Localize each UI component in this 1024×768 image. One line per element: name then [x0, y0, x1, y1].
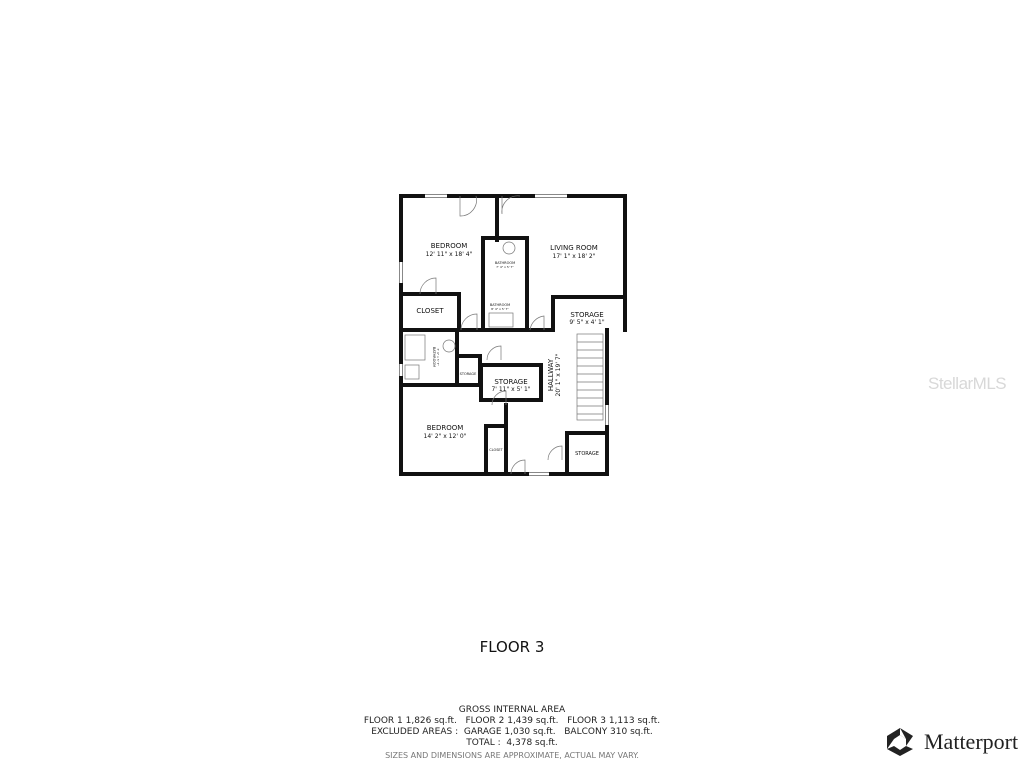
room-dims: 9' 5" x 4' 1" — [569, 319, 605, 326]
room-dims: 20' 1" x 19' 7" — [555, 353, 562, 396]
area-total: TOTAL : 4,378 sq.ft. — [466, 738, 558, 748]
brand-name: Matterport — [924, 729, 1019, 754]
matterport-logo-icon — [887, 728, 913, 756]
room-dims: 17' 1" x 18' 2" — [553, 253, 596, 260]
room-dims: 12' 11" x 18' 4" — [426, 251, 473, 258]
room-name: BATHROOM — [495, 261, 515, 265]
room-dims: 14' 2" x 12' 0" — [424, 433, 467, 440]
watermark: StellarMLS — [928, 374, 1007, 393]
room-dims: 7' 4" x 5' 7" — [436, 348, 440, 366]
room-name: STORAGE — [494, 378, 527, 386]
area-excluded: EXCLUDED AREAS : GARAGE 1,030 sq.ft. BAL… — [371, 727, 653, 737]
room-name: STORAGE — [570, 311, 603, 319]
room-name: HALLWAY — [547, 358, 555, 391]
room-name: CLOSET — [416, 307, 444, 315]
area-heading: GROSS INTERNAL AREA — [458, 705, 566, 715]
windows — [399, 194, 609, 476]
room-name: BATHROOM — [432, 347, 436, 367]
floor-title: FLOOR 3 — [479, 638, 545, 656]
room-name: CLOSET — [489, 448, 503, 452]
room-name: BEDROOM — [427, 424, 464, 432]
stairs — [404, 195, 604, 475]
room-name: BATHROOM — [490, 303, 510, 307]
brand-logo: Matterport — [884, 726, 1018, 758]
room-dims: 7' 4" x 5' 7" — [496, 265, 514, 269]
room-name: LIVING ROOM — [550, 244, 598, 252]
area-summary: GROSS INTERNAL AREA FLOOR 1 1,826 sq.ft.… — [0, 705, 1024, 761]
area-note: SIZES AND DIMENSIONS ARE APPROXIMATE, AC… — [385, 751, 639, 760]
room-dims: 7' 11" x 5' 1" — [491, 386, 530, 393]
room-dims: 8' 4" x 5' 7" — [491, 307, 509, 311]
room-name: STORAGE — [460, 372, 477, 376]
room-labels: BEDROOM 12' 11" x 18' 4" LIVING ROOM 17'… — [416, 242, 604, 457]
room-name: STORAGE — [575, 451, 599, 457]
room-name: BEDROOM — [431, 242, 468, 250]
area-floors: FLOOR 1 1,826 sq.ft. FLOOR 2 1,439 sq.ft… — [363, 716, 661, 726]
